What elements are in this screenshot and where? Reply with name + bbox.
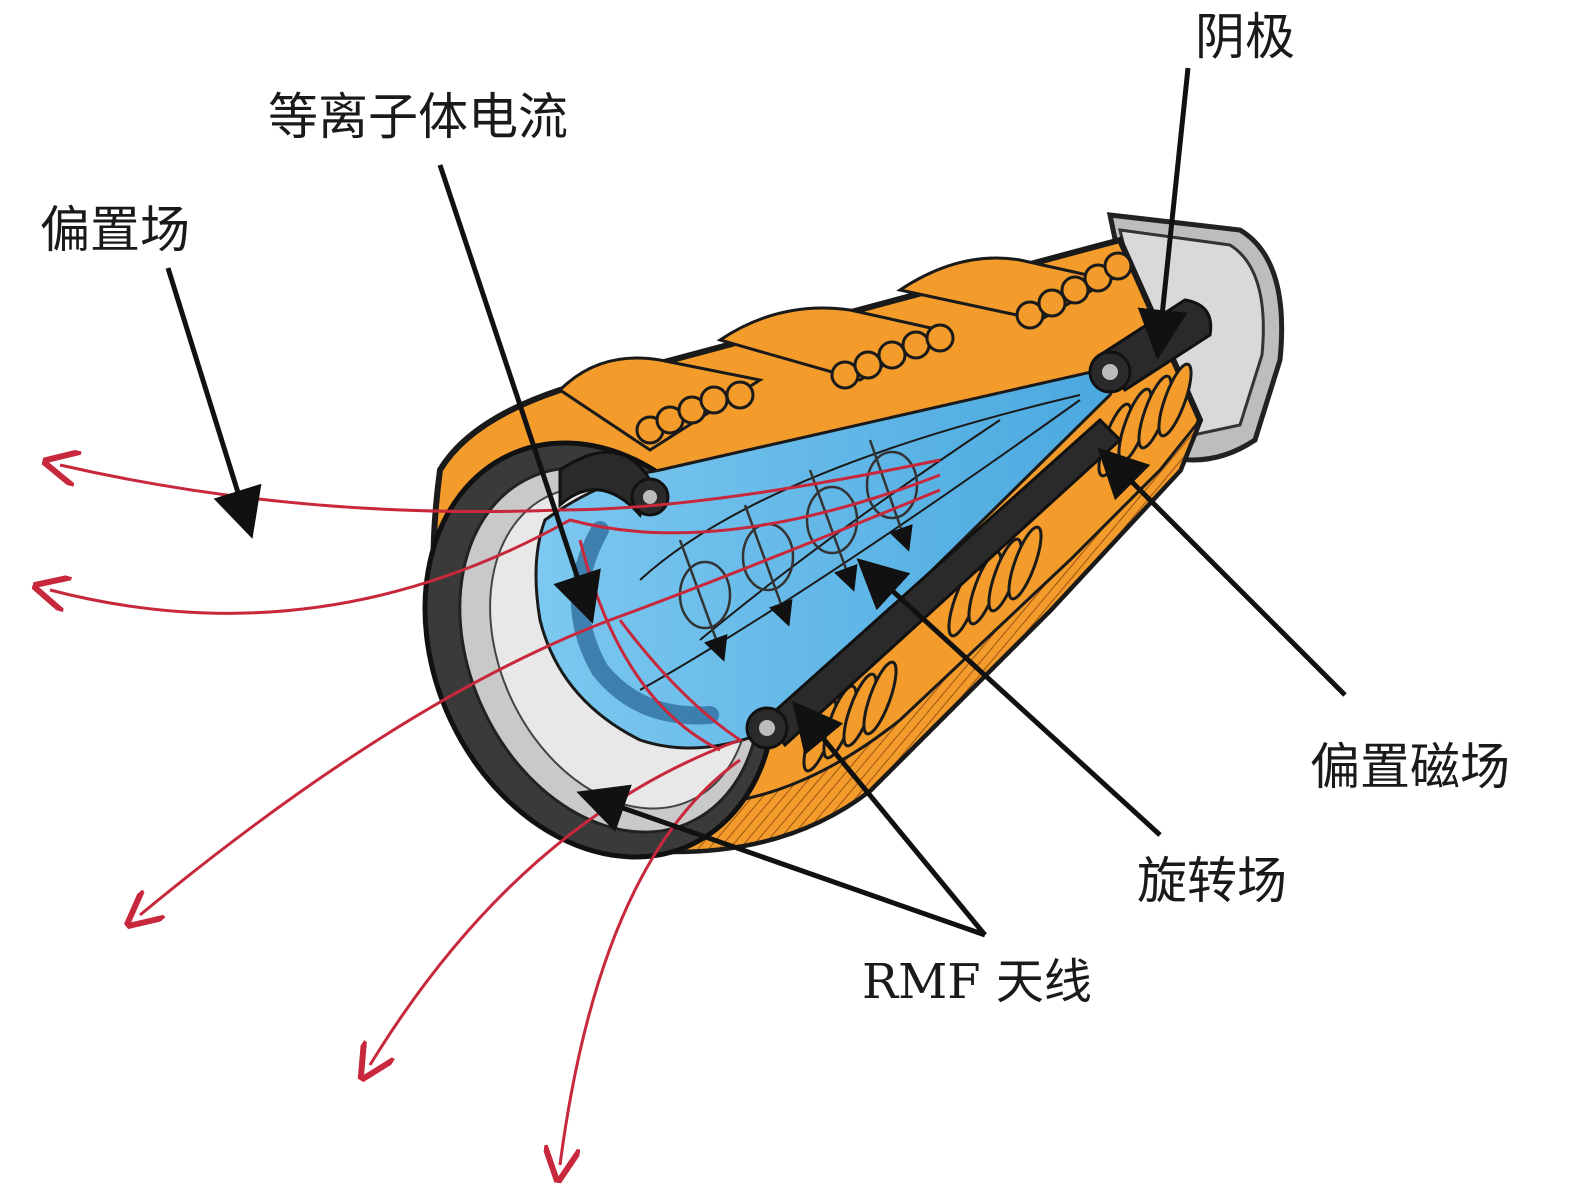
label-cathode: 阴极 — [1195, 8, 1295, 66]
bias-field-lines — [50, 460, 941, 1165]
rotating-field-loops — [678, 439, 919, 662]
label-bias-magnetic-field: 偏置磁场 — [1310, 738, 1510, 796]
bias-field-pointer — [165, 267, 262, 539]
cathode-pointer — [1137, 67, 1191, 360]
bias-magnetic-field-pointer — [1097, 447, 1347, 697]
rmf-antenna-pointer-1 — [792, 700, 987, 937]
label-bias-field: 偏置场 — [40, 201, 190, 259]
rmf-antenna-rods — [558, 417, 1123, 750]
rotating-field-pointer — [856, 558, 1162, 837]
rmf-antenna-pointer-2 — [576, 784, 986, 938]
label-plasma-current: 等离子体电流 — [268, 88, 568, 146]
plasma-current-pointer — [437, 164, 601, 624]
upper-coil — [557, 251, 1133, 452]
label-rmf-antenna: RMF 天线 — [862, 954, 1092, 1010]
pointer-lines — [165, 67, 1347, 938]
label-rotating-field: 旋转场 — [1137, 852, 1287, 910]
